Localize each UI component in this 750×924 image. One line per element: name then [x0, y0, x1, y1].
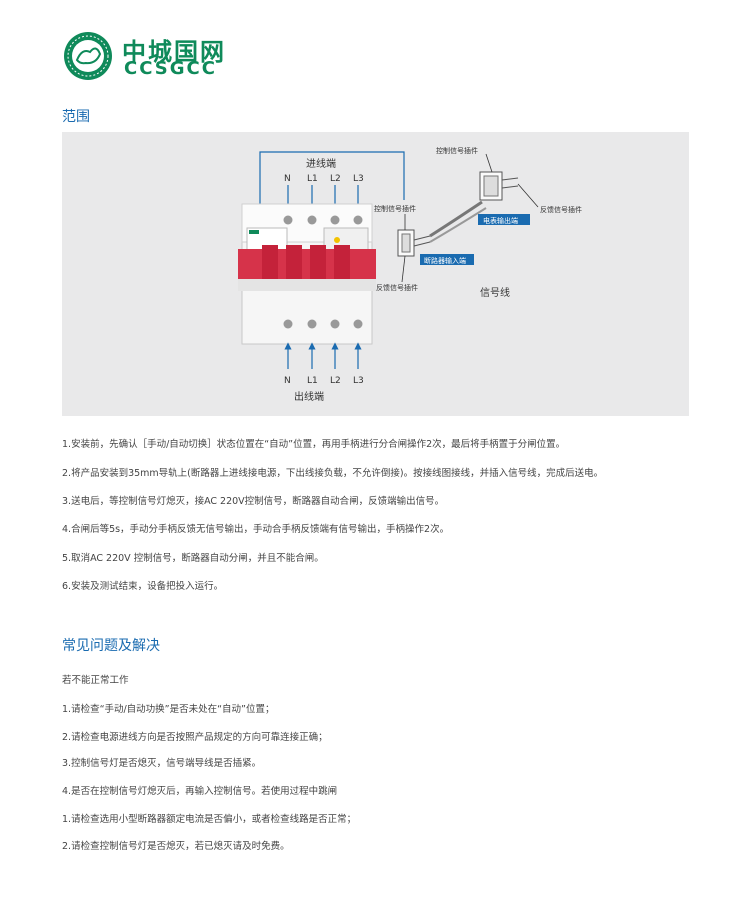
top-terminal-l1: L1: [307, 174, 318, 184]
meter-signal-plug: [479, 171, 519, 201]
faq-line: 2.请检查电源进线方向是否按照产品规定的方向可靠连接正确；: [62, 732, 328, 743]
incoming-bracket-line: [259, 151, 405, 207]
top-terminal-l3: L3: [353, 174, 364, 184]
top-terminal-l2: L2: [330, 174, 341, 184]
faq-line: 若不能正常工作: [62, 675, 129, 686]
section-title-faq: 常见问题及解决: [62, 638, 160, 654]
signal-line-label: 信号线: [480, 286, 510, 299]
feedback-plug-right-label: 反馈信号插件: [540, 205, 582, 214]
top-terminal-n: N: [284, 174, 291, 184]
ctrl-plug-top-leader: [485, 153, 493, 173]
ctrl-plug-left-label: 控制信号插件: [374, 204, 416, 213]
circuit-breaker-device: [238, 203, 376, 345]
bottom-terminal-l2: L2: [330, 376, 341, 386]
logo-english-name: CCSGCC: [124, 58, 217, 79]
breaker-input-label: 断路器输入端: [424, 256, 466, 265]
step-4: 4.合闸后等5s，手动分手柄反馈无信号输出，手动合手柄反馈端有信号输出，手柄操作…: [62, 524, 450, 535]
faq-line: 1.请检查“手动/自动功换”是否未处在“自动”位置；: [62, 704, 275, 715]
step-6: 6.安装及测试结束，设备把投入运行。: [62, 581, 224, 592]
faq-line: 3.控制信号灯是否熄灭，信号端导线是否插紧。: [62, 758, 262, 769]
bottom-terminal-l3: L3: [353, 376, 364, 386]
feedback-plug-bottom-leader: [401, 255, 406, 283]
step-5: 5.取消AC 220V 控制信号，断路器自动分闸，并且不能合闸。: [62, 553, 324, 564]
meter-output-label: 电表输出端: [483, 216, 518, 225]
logo-emblem-icon: [64, 32, 112, 80]
section-title-scope: 范围: [62, 109, 90, 125]
breaker-input-tag: [420, 254, 474, 265]
breaker-signal-plug: [397, 229, 431, 257]
feedback-plug-right-leader: [517, 183, 539, 208]
signal-cable: [429, 200, 483, 238]
step-1: 1.安装前，先确认［手动/自动切换］状态位置在“自动”位置，再用手柄进行分合闸操…: [62, 439, 566, 450]
step-3: 3.送电后，等控制信号灯熄灭，接AC 220V控制信号，断路器自动合闸，反馈端输…: [62, 496, 445, 507]
wiring-diagram: 进线端 N L1 L2 L3: [238, 146, 582, 403]
meter-output-tag: [478, 214, 530, 225]
step-2: 2.将产品安装到35mm导轨上(断路器上进线接电源，下出线接负载，不允许倒接)。…: [62, 468, 604, 479]
ctrl-plug-top-label: 控制信号插件: [436, 146, 478, 155]
wiring-diagram-panel: 进线端 N L1 L2 L3: [62, 132, 689, 416]
faq-line: 2.请检查控制信号灯是否熄灭，若已熄灭请及时免费。: [62, 841, 290, 852]
faq-line: 1.请检查选用小型断路器额定电流是否偏小，或者检查线路是否正常；: [62, 814, 357, 825]
bottom-terminal-l1: L1: [307, 376, 318, 386]
brand-logo: 中城国网 CCSGCC: [62, 28, 262, 84]
incoming-terminal-label: 进线端: [306, 157, 336, 170]
outgoing-terminal-label: 出线端: [294, 390, 324, 403]
logo-chinese-name: 中城国网: [122, 38, 226, 66]
feedback-plug-bottom-label: 反馈信号插件: [376, 283, 418, 292]
bottom-terminal-n: N: [284, 376, 291, 386]
faq-line: 4.是否在控制信号灯熄灭后，再输入控制信号。若使用过程中跳闸: [62, 786, 338, 797]
